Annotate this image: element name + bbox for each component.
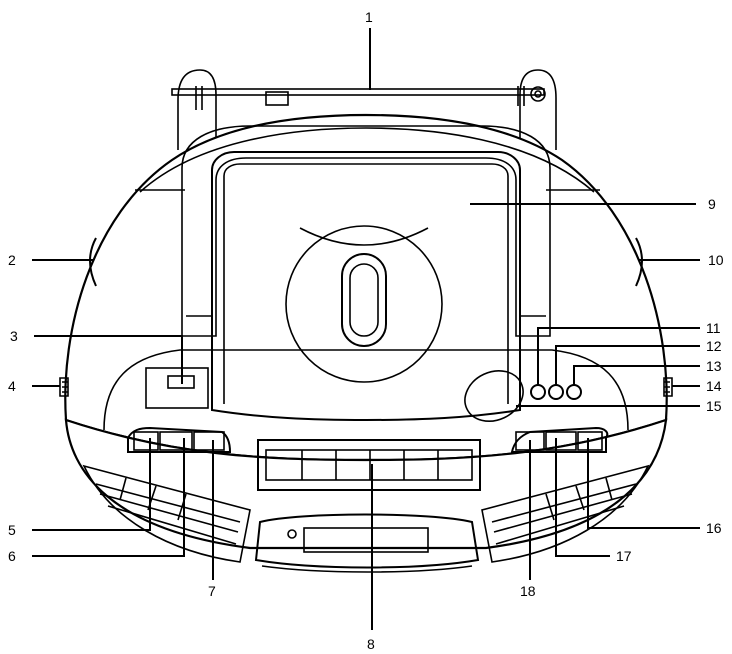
callout-14: 14 [706,378,722,394]
callout-8: 8 [367,636,375,652]
lcd-display [145,367,209,409]
callout-6: 6 [8,548,16,564]
carry-handle [181,125,551,337]
callout-15: 15 [706,398,722,414]
boombox-illustration [59,69,673,573]
cassette-control-strip [257,439,481,491]
callout-1: 1 [365,9,373,25]
callout-2: 2 [8,252,16,268]
left-strap-lug [59,377,69,397]
callout-10: 10 [708,252,724,268]
right-speaker-grille [481,464,650,563]
leader-lines [32,28,700,630]
cassette-door [254,513,480,573]
callout-9: 9 [708,196,716,212]
callout-18: 18 [520,583,536,599]
left-speaker-grille [82,464,251,563]
callout-16: 16 [706,520,722,536]
cd-window [285,225,443,383]
callout-5: 5 [8,522,16,538]
callout-3: 3 [10,328,18,344]
cd-compartment-lid [211,151,521,422]
callout-17: 17 [616,548,632,564]
callout-4: 4 [8,378,16,394]
cd-open-button [341,253,387,347]
front-panel [103,349,629,431]
callout-labels: 1 2 3 4 5 6 7 8 9 10 11 12 13 14 15 16 1… [8,9,724,652]
callout-11: 11 [706,320,721,336]
callout-13: 13 [706,358,722,374]
callout-7: 7 [208,583,216,599]
left-button-group [127,426,232,453]
right-button-group [510,426,609,453]
callout-12: 12 [706,338,722,354]
indicator-window [464,370,524,422]
telescopic-antenna [171,69,557,150]
right-strap-lug [663,377,673,397]
